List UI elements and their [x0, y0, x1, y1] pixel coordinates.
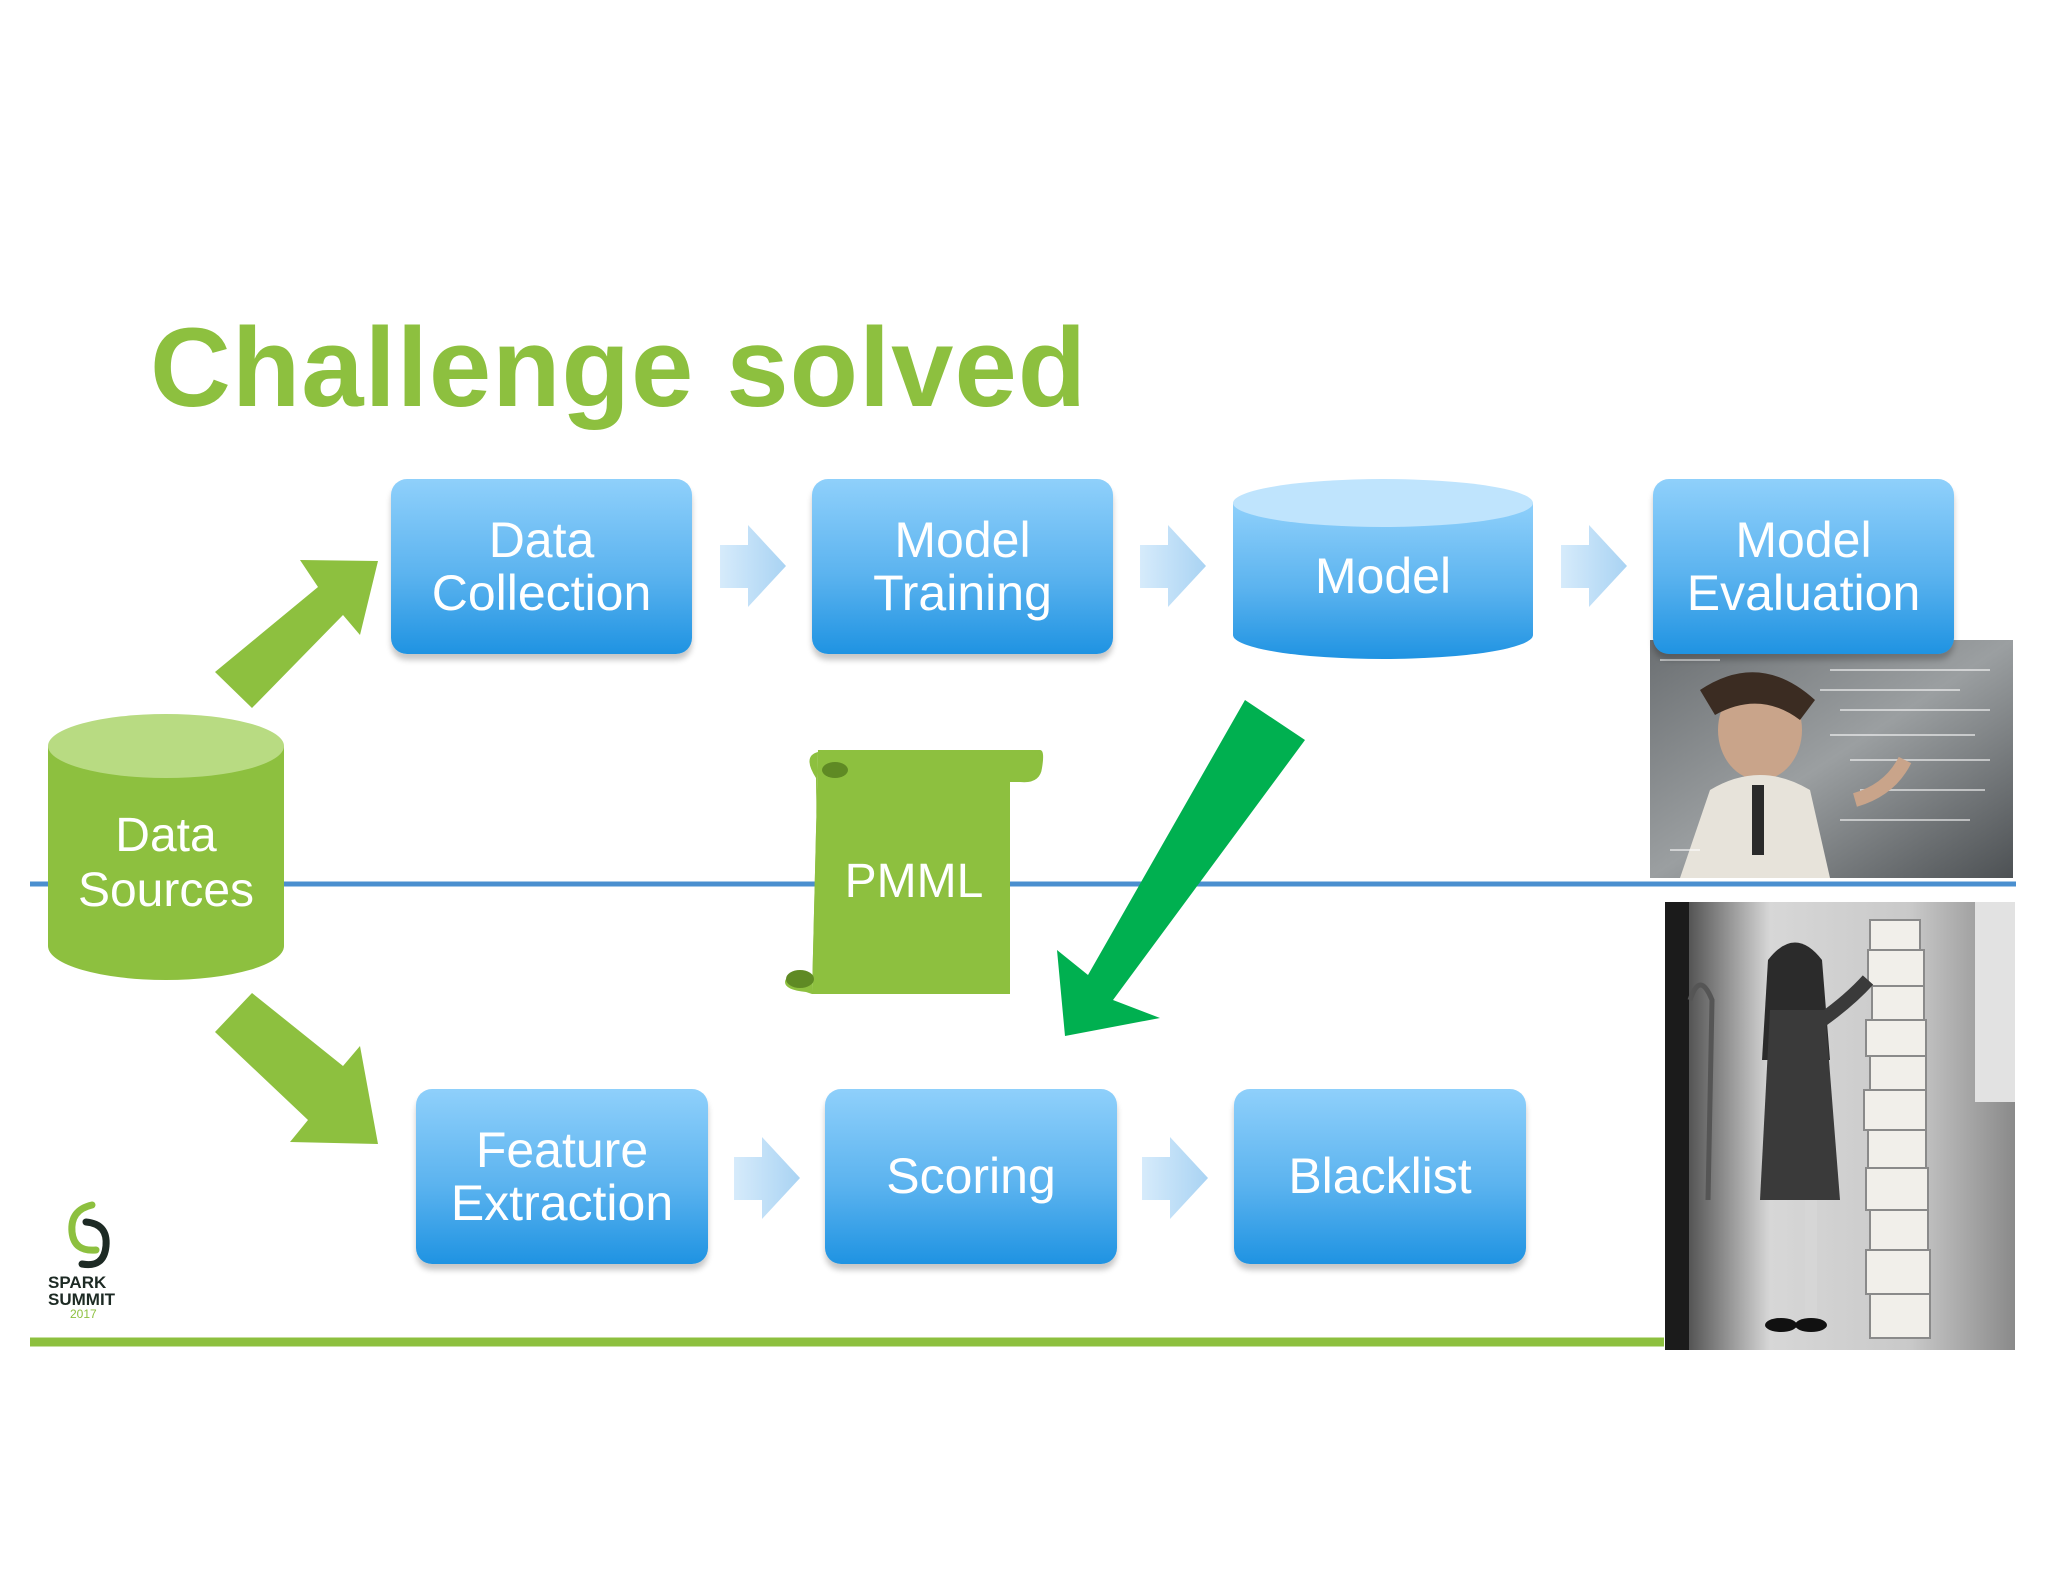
- model-evaluation-line1: Model: [1735, 512, 1872, 568]
- model-training-line2: Training: [873, 564, 1052, 621]
- scoring-box: Scoring: [825, 1089, 1117, 1264]
- arrow-down-right: [215, 993, 378, 1144]
- feature-extraction-line1: Feature: [475, 1122, 649, 1178]
- model-training-box: Model Training: [812, 479, 1113, 654]
- model-evaluation-line2: Evaluation: [1686, 564, 1921, 621]
- pmml-label: PMML: [844, 855, 984, 908]
- logo-line2: SUMMIT: [48, 1290, 116, 1309]
- model-evaluation-box: Model Evaluation: [1653, 479, 1954, 654]
- stack-photo: [1665, 902, 2015, 1350]
- arrow-model-to-scoring: [1057, 700, 1305, 1036]
- chevron-arrow-5: [1142, 1137, 1208, 1219]
- scoring-label: Scoring: [886, 1148, 1056, 1205]
- model-training-line1: Model: [894, 512, 1031, 568]
- feature-extraction-line2: Extraction: [450, 1174, 674, 1231]
- arrow-up-right: [215, 560, 378, 708]
- scientist-photo: [1650, 640, 2013, 878]
- spark-summit-logo-icon: [68, 1201, 110, 1269]
- blacklist-label: Blacklist: [1288, 1148, 1472, 1205]
- data-sources-label: Data Sources: [48, 808, 284, 918]
- chevron-arrow-1: [720, 525, 786, 607]
- logo-year: 2017: [70, 1307, 97, 1321]
- data-collection-line2: Collection: [431, 564, 652, 621]
- data-sources-cylinder: [48, 714, 284, 980]
- data-sources-line1: Data: [115, 809, 217, 862]
- chevron-arrow-4: [734, 1137, 800, 1219]
- chevron-arrow-3: [1561, 525, 1627, 607]
- logo-line1: SPARK: [48, 1273, 107, 1292]
- model-cylinder: [1233, 479, 1533, 659]
- slide-title: Challenge solved: [150, 305, 1088, 430]
- data-sources-line2: Sources: [77, 864, 255, 918]
- data-collection-box: Data Collection: [391, 479, 692, 654]
- feature-extraction-box: Feature Extraction: [416, 1089, 708, 1264]
- pmml-scroll: [785, 750, 1044, 994]
- chevron-arrow-2: [1140, 525, 1206, 607]
- model-label: Model: [1314, 548, 1452, 604]
- blacklist-box: Blacklist: [1234, 1089, 1526, 1264]
- data-collection-line1: Data: [488, 512, 595, 568]
